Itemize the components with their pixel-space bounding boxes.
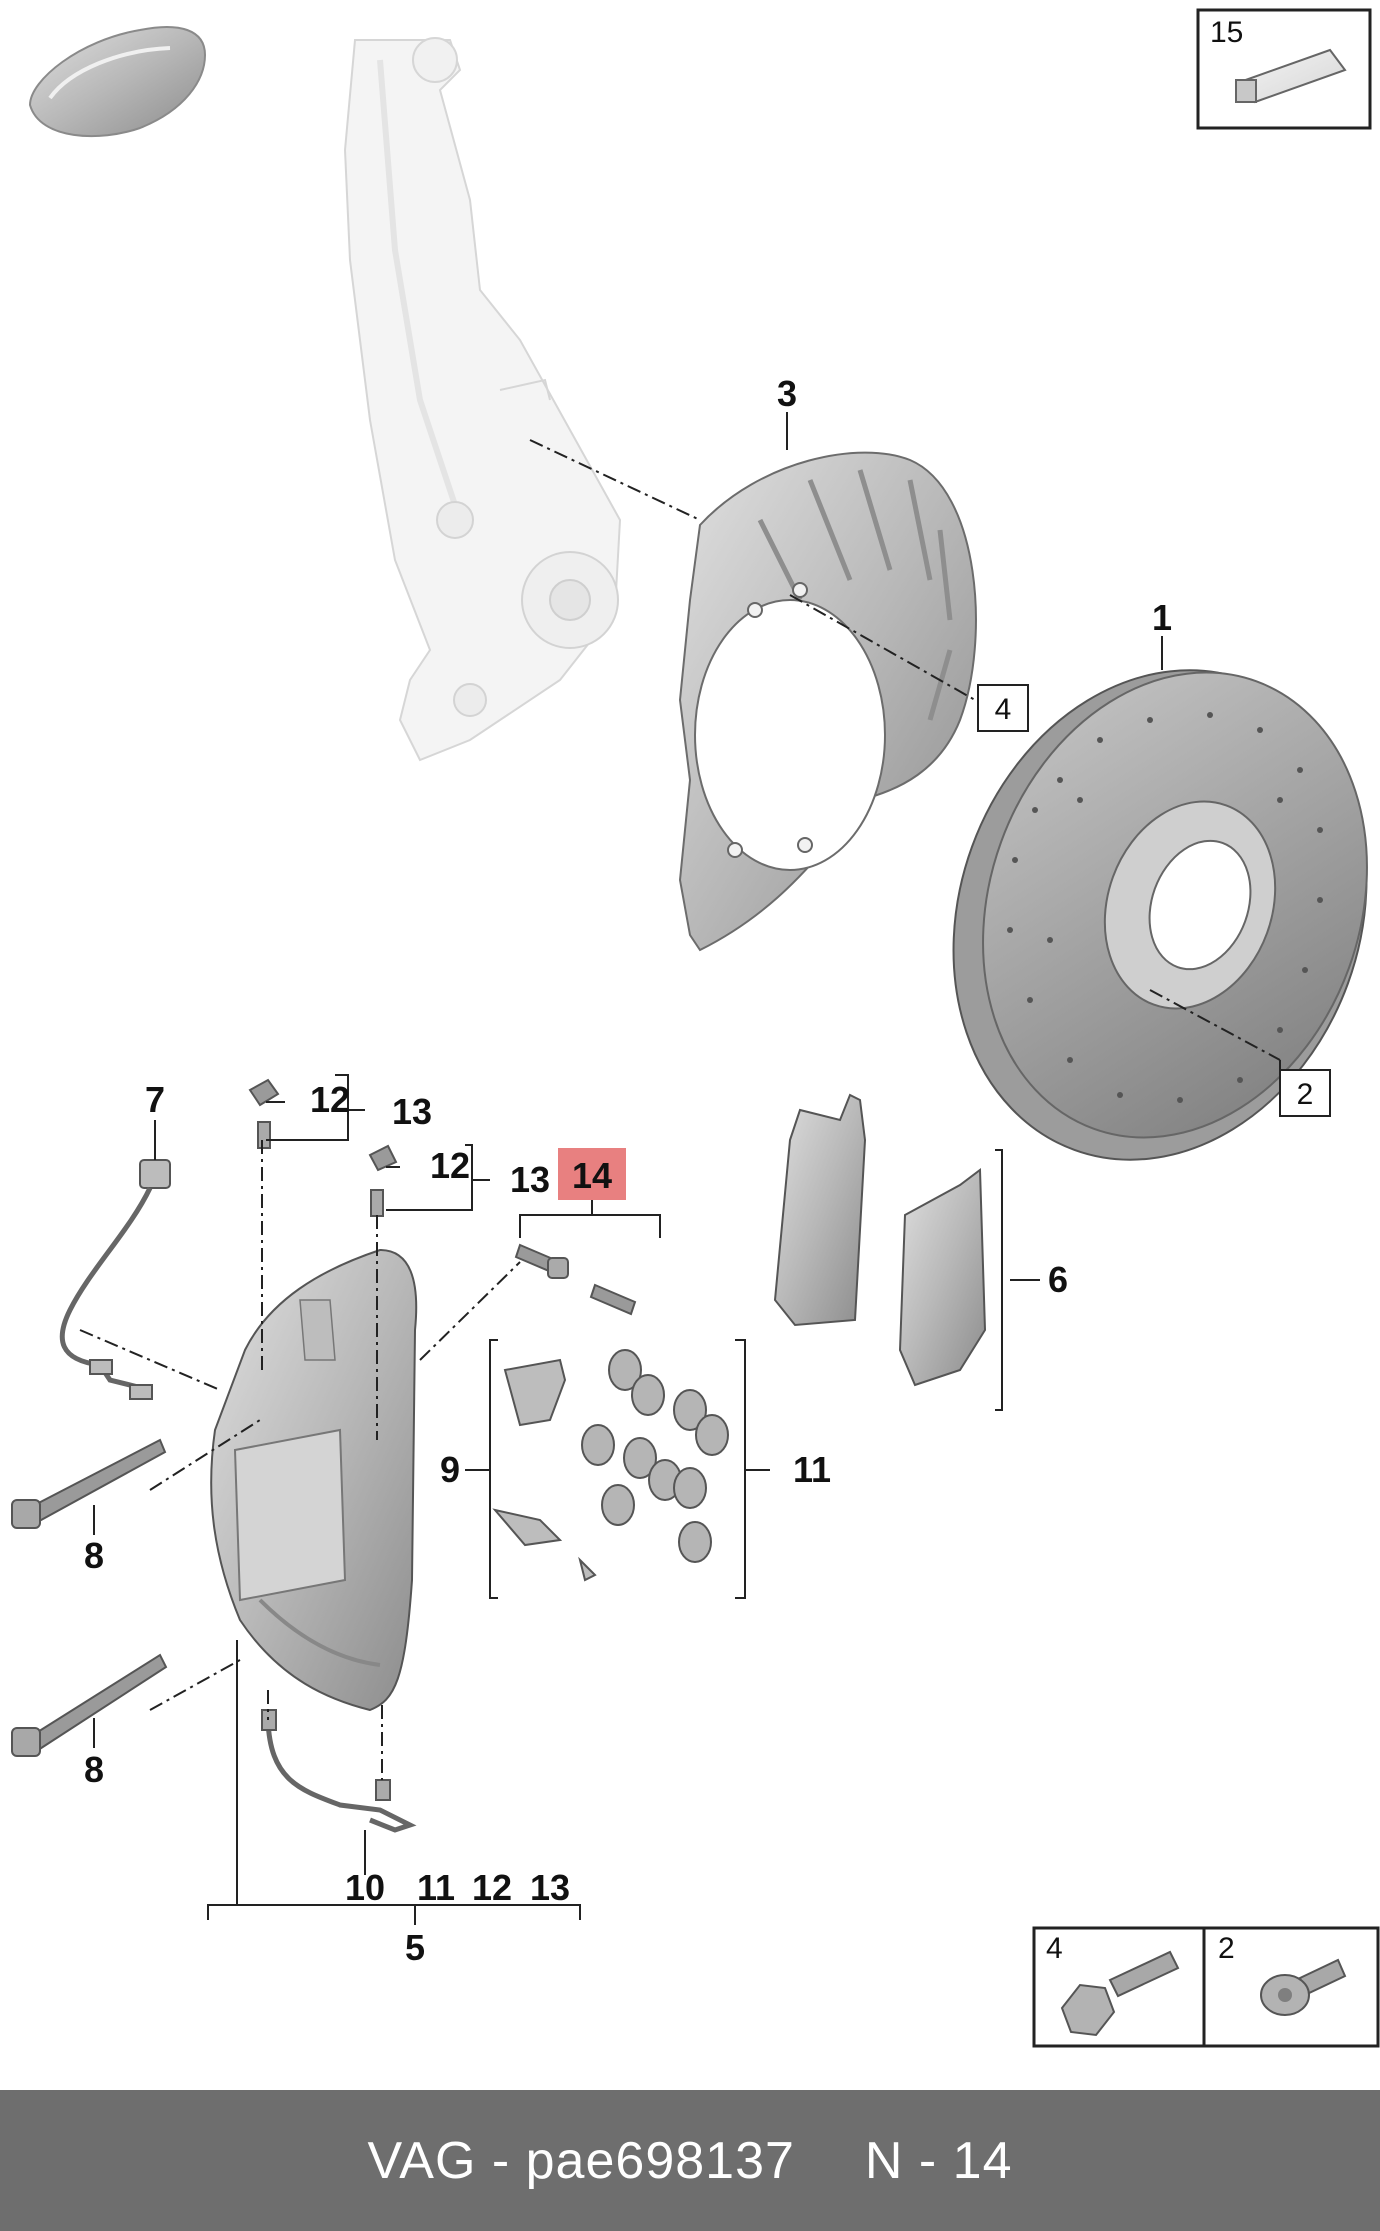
label-disc: 1 xyxy=(1152,597,1172,638)
inset-paste: 15 xyxy=(1196,8,1372,130)
label-pads: 6 xyxy=(1048,1259,1068,1300)
inset-paste-number: 15 xyxy=(1210,16,1243,49)
label-bleeder-valve-mid: 13 xyxy=(510,1159,550,1200)
seal-ring-kit-illustration xyxy=(581,1349,729,1563)
label-caliper: 5 xyxy=(405,1927,425,1968)
label-disc-screw: 2 xyxy=(1297,1078,1314,1111)
inset-bolt-number: 4 xyxy=(1046,1932,1063,1965)
label-sensor: 7 xyxy=(145,1079,165,1120)
exploded-parts-diagram: 3 1 7 12 13 12 13 14 6 9 11 8 8 10 11 12… xyxy=(11,8,1380,2048)
label-caliper-bolt-top: 8 xyxy=(84,1535,104,1576)
label-shield: 3 xyxy=(777,373,797,414)
footer-bar: VAG - pae698137 N - 14 xyxy=(0,2090,1380,2231)
car-silhouette-icon xyxy=(28,26,207,138)
label-bleeder-valve-top: 13 xyxy=(392,1091,432,1132)
label-caliper-group-12: 12 xyxy=(472,1867,512,1908)
brake-disc-illustration xyxy=(952,669,1368,1161)
label-caliper-group-13: 13 xyxy=(530,1867,570,1908)
label-guide-pins: 14 xyxy=(572,1155,612,1196)
steering-knuckle-illustration xyxy=(343,37,622,762)
solid-leader-lines xyxy=(93,412,1281,1925)
inset-fasteners: 4 2 xyxy=(1032,1926,1380,2048)
box-disc-screw xyxy=(1279,1069,1331,1117)
footer-page-code: N - 14 xyxy=(864,2131,1013,2190)
brake-pads-illustration xyxy=(773,1093,987,1387)
brake-caliper-illustration xyxy=(210,1248,418,1712)
label-caliper-group-10: 10 xyxy=(345,1867,385,1908)
label-bleeder-cap-mid: 12 xyxy=(430,1145,470,1186)
brake-hose-illustration xyxy=(261,1709,417,1833)
torx-screw-icon xyxy=(1260,1958,1347,2016)
caliper-bolt-illustration xyxy=(11,1438,168,1757)
label-shield-bolt: 4 xyxy=(995,693,1012,726)
guide-pin-illustration xyxy=(514,1243,637,1316)
label-seal-kit: 11 xyxy=(793,1449,831,1490)
hex-bolt-icon xyxy=(1060,1950,1180,2037)
dash-dot-leader-lines xyxy=(79,439,1281,1780)
inset-screw-number: 2 xyxy=(1218,1932,1235,1965)
wear-sensor-illustration xyxy=(59,1159,171,1400)
brake-splash-shield-illustration xyxy=(678,451,977,952)
footer-part-number: VAG - pae698137 xyxy=(367,2131,795,2190)
label-bleeder-cap-top: 12 xyxy=(310,1079,350,1120)
label-caliper-group-11: 11 xyxy=(417,1867,455,1908)
label-spring-kit: 9 xyxy=(440,1449,460,1490)
highlight-box-guide-pins xyxy=(558,1148,626,1200)
spring-kit-illustration xyxy=(492,1358,597,1582)
box-shield-bolt xyxy=(977,684,1029,732)
label-caliper-bolt-bottom: 8 xyxy=(84,1749,104,1790)
